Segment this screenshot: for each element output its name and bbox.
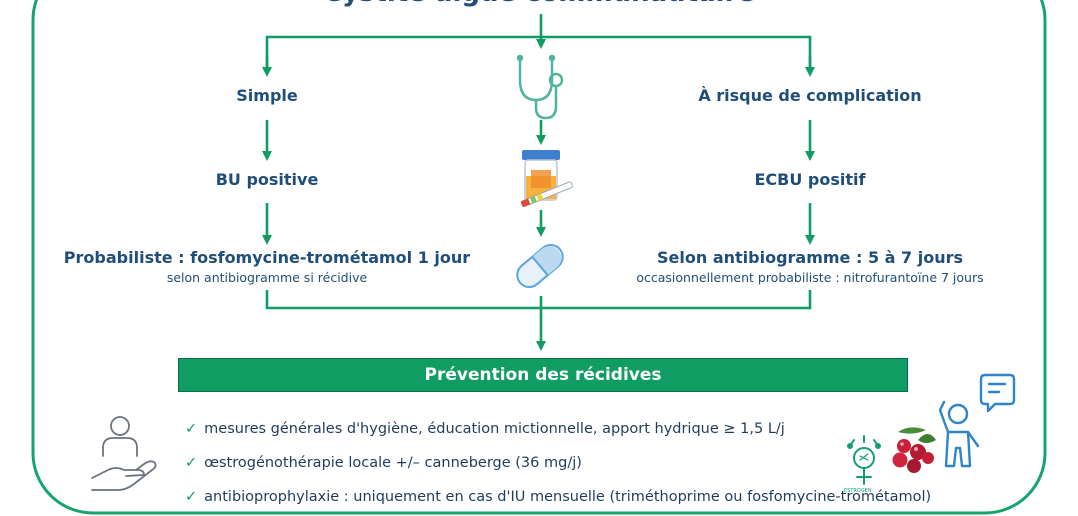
prevention-item-text: mesures générales d'hygiène, éducation m… — [204, 421, 785, 437]
estrogen-label: ESTROGEN — [844, 488, 872, 494]
connector-top-split — [265, 35, 812, 68]
prevention-item-text: œstrogénothérapie locale +/– canneberge … — [204, 455, 582, 471]
connector-bottom-merge — [265, 290, 812, 310]
left-type-label: Simple — [236, 86, 298, 105]
check-icon: ✓ — [185, 421, 198, 437]
patient-care-icon — [91, 416, 157, 491]
prevention-item-estrogen: ✓ œstrogénothérapie locale +/– canneberge… — [185, 455, 582, 471]
left-treatment-label: Probabiliste : fosfomycine-trométamol 1 … — [63, 248, 471, 267]
right-type-label: À risque de complication — [698, 86, 922, 105]
check-icon: ✓ — [185, 489, 198, 505]
right-test-label: ECBU positif — [754, 170, 866, 189]
doctor-speech-icon — [938, 373, 1016, 468]
outer-frame — [31, 0, 1047, 515]
left-treatment-note: selon antibiogramme si récidive — [166, 270, 368, 285]
left-test-label: BU positive — [215, 170, 319, 189]
prevention-banner: Prévention des récidives — [178, 358, 908, 392]
cranberry-icon — [892, 427, 936, 473]
right-treatment-note: occasionnellement probabiliste : nitrofu… — [636, 270, 984, 285]
prevention-title: Prévention des récidives — [424, 365, 662, 385]
stethoscope-icon — [516, 54, 564, 120]
prevention-item-antibioprophylaxis: ✓ antibioprophylaxie : uniquement en cas … — [185, 489, 931, 505]
urine-sample-icon — [520, 150, 573, 208]
estrogen-icon — [847, 435, 881, 485]
prevention-item-hygiene: ✓ mesures générales d'hygiène, éducation … — [185, 421, 785, 437]
right-treatment-label: Selon antibiogramme : 5 à 7 jours — [657, 248, 963, 267]
page-title: Cystite aiguë communautaire — [0, 0, 1078, 8]
pill-icon — [516, 244, 564, 288]
prevention-item-text: antibioprophylaxie : uniquement en cas d… — [204, 489, 932, 505]
check-icon: ✓ — [185, 455, 198, 471]
